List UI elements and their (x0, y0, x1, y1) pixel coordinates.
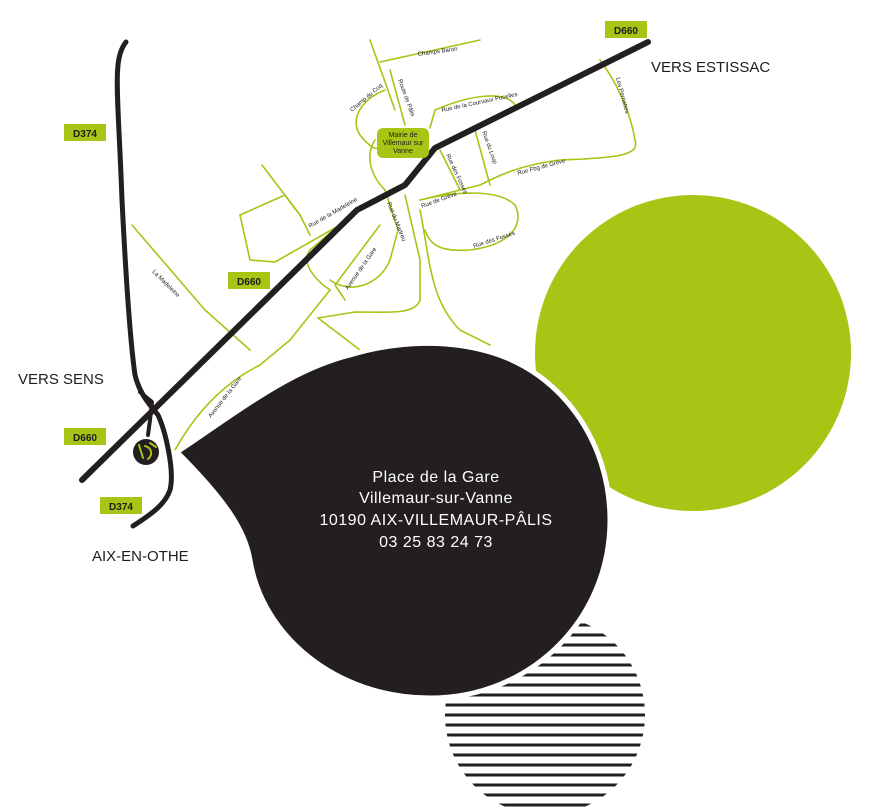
road-badge-d660-top: D660 (605, 21, 647, 38)
address-block: Place de la Gare Villemaur-sur-Vanne 101… (319, 469, 552, 551)
mairie-marker: Mairie de Villemaur sur Vanne (377, 128, 429, 158)
street-rue-des-fosses: Rue des Fossés (444, 153, 468, 195)
street-rue-des-fosses-2: Rue des Fossés (473, 231, 516, 250)
street-champ-du-coq: Champ du Coq (349, 83, 384, 114)
direction-estissac: VERS ESTISSAC (651, 59, 770, 76)
mairie-label-line2: Villemaur sur (383, 140, 424, 147)
street-champs-baron: Champs Baron (417, 46, 457, 58)
address-pin (173, 340, 613, 701)
major-roads (79, 39, 651, 529)
address-phone: 03 25 83 24 73 (379, 534, 493, 551)
street-rue-de-greve: Rue de Grève (421, 191, 459, 210)
svg-text:D374: D374 (109, 502, 133, 513)
address-line2: Villemaur-sur-Vanne (359, 490, 513, 507)
mairie-label-line1: Mairie de (389, 132, 418, 139)
street-les-pernettes: Les Pernettes (614, 77, 629, 114)
street-network (131, 39, 637, 451)
svg-text:D660: D660 (237, 277, 261, 288)
svg-text:D374: D374 (73, 129, 97, 140)
street-avenue-de-la-gare: Avenue de la Gare (345, 246, 379, 291)
address-line3: 10190 AIX-VILLEMAUR-PÂLIS (319, 510, 552, 529)
station-logo-icon (133, 439, 159, 465)
address-line1: Place de la Gare (372, 469, 499, 486)
street-route-de-palis: Route de Pâlis (396, 79, 415, 118)
green-circle (535, 195, 851, 511)
direction-sens: VERS SENS (18, 371, 104, 388)
svg-text:D660: D660 (73, 433, 97, 444)
svg-text:D660: D660 (614, 26, 638, 37)
street-la-madeleine: La Madeleine (151, 269, 181, 299)
road-badge-d374-top: D374 (64, 124, 106, 141)
mairie-label-line3: Vanne (393, 148, 413, 155)
road-badge-d374-bottom: D374 (100, 497, 142, 514)
road-badge-d660-mid: D660 (228, 272, 270, 289)
direction-aix: AIX-EN-OTHE (92, 548, 189, 565)
road-badge-d660-left: D660 (64, 428, 106, 445)
